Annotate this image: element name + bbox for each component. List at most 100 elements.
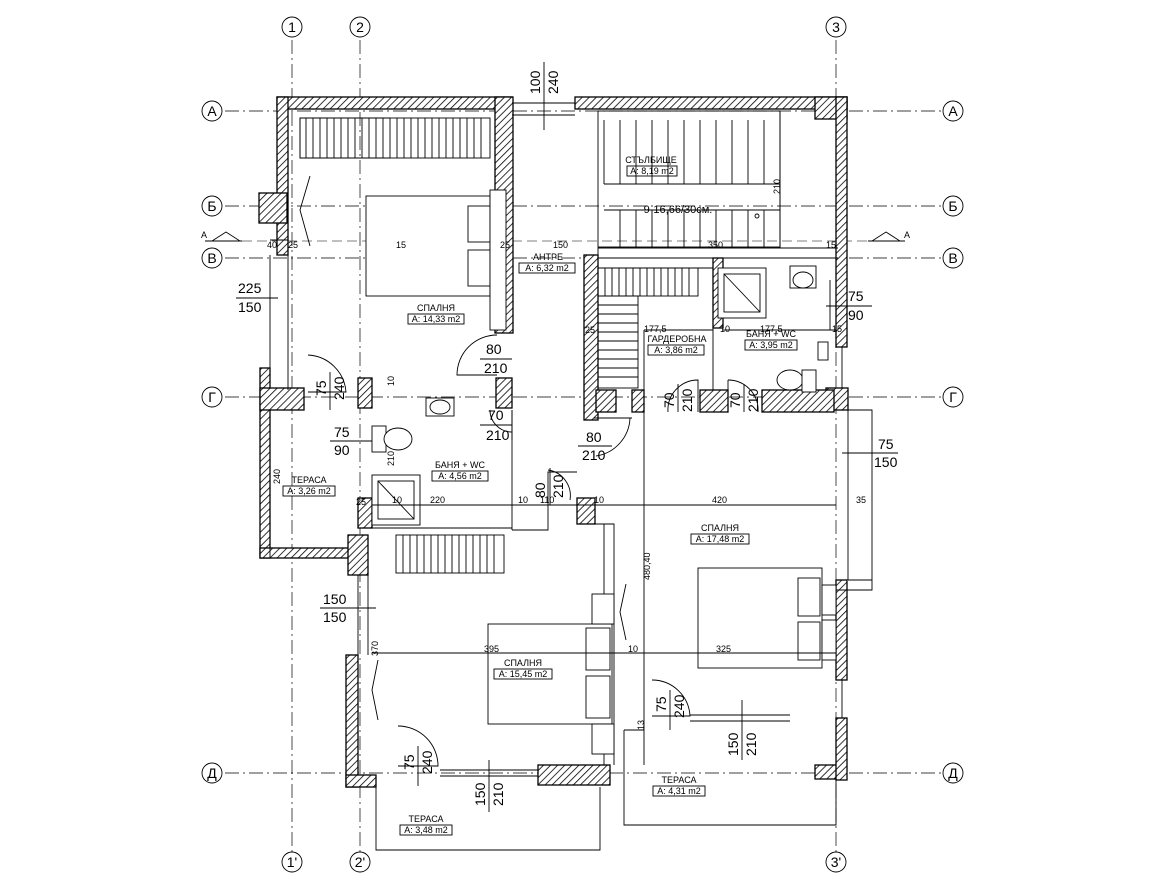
dim-bal-se-w: 75 bbox=[653, 696, 669, 712]
room-labels: СПАЛНЯ А: 14,33 m2 СТЪЛБИЩЕ А: 8,19 m2 А… bbox=[282, 155, 798, 836]
sdim-480: 480,40 bbox=[642, 552, 652, 580]
room-area-terrace-w: А: 3,26 m2 bbox=[287, 486, 331, 496]
radiator-wardrobe bbox=[597, 267, 699, 389]
section-label-left: А bbox=[201, 230, 207, 240]
axis-label-row-g-right: Г bbox=[949, 389, 957, 405]
sdim-177b: 177,5 bbox=[760, 324, 783, 334]
sdim-350: 350 bbox=[708, 240, 723, 250]
dim-door-bed-nw-h: 210 bbox=[484, 360, 508, 376]
dim-win-ne-h: 90 bbox=[848, 307, 864, 323]
axis-label-row-v-right: В bbox=[948, 250, 957, 266]
dim-entry-w: 100 bbox=[527, 70, 543, 94]
sdim-35: 35 bbox=[856, 495, 866, 505]
room-name-wardrobe: ГАРДЕРОБНА bbox=[648, 334, 707, 344]
dim-win-w1-w: 225 bbox=[238, 280, 262, 296]
small-dimensions: 40 25 15 25 150 350 15 25 177,5 10 177,5… bbox=[267, 179, 866, 730]
dim-door-bed-nw-w: 80 bbox=[486, 341, 502, 357]
sdim-10f: 10 bbox=[386, 376, 396, 386]
bed-e bbox=[697, 567, 837, 669]
dim-bal-w-h: 240 bbox=[331, 376, 347, 400]
section-marks: А А bbox=[201, 230, 910, 242]
sdim-10c: 10 bbox=[518, 495, 528, 505]
dim-door-hall2-h: 210 bbox=[550, 474, 566, 498]
dim-win-s-h: 210 bbox=[490, 782, 506, 806]
room-name-bedroom-sw: СПАЛНЯ bbox=[504, 658, 542, 668]
section-label-right: А bbox=[904, 230, 910, 240]
axis-bubbles: 1 2 3 1' 2' 3' А А Б Б В В Г Г Д Д bbox=[201, 16, 964, 873]
dim-door-bath-w: 70 bbox=[488, 407, 504, 423]
bath-w-fixtures bbox=[371, 397, 455, 526]
sdim-40: 40 bbox=[267, 240, 277, 250]
axis-label-top-2: 2 bbox=[356, 19, 364, 35]
sdim-13: 13 bbox=[636, 720, 646, 730]
sdim-240: 240 bbox=[272, 469, 282, 484]
dim-door-hall-h: 210 bbox=[582, 447, 606, 463]
axis-label-row-v-left: В bbox=[207, 250, 216, 266]
room-name-hall: АНТРЕ bbox=[533, 252, 563, 262]
dim-win-se-w: 150 bbox=[725, 732, 741, 756]
sdim-25c: 25 bbox=[585, 325, 595, 335]
dim-bal-se-h: 240 bbox=[671, 694, 687, 718]
dim-door-ward-w: 70 bbox=[661, 392, 677, 408]
axis-label-row-d-right: Д bbox=[948, 765, 958, 781]
axis-label-row-b-right: Б bbox=[948, 198, 957, 214]
room-area-wardrobe: А: 3,86 m2 bbox=[654, 345, 698, 355]
dim-win-se-h: 210 bbox=[743, 732, 759, 756]
furniture bbox=[299, 117, 837, 755]
dim-win-bath-w: 75 bbox=[334, 424, 350, 440]
sdim-325: 325 bbox=[716, 644, 731, 654]
room-name-terrace-se: ТЕРАСА bbox=[661, 775, 696, 785]
room-area-terrace-s: А: 3,48 m2 bbox=[404, 825, 448, 835]
dim-win-w2-w: 150 bbox=[323, 591, 347, 607]
sdim-10e: 10 bbox=[628, 644, 638, 654]
dim-door-hall-w: 80 bbox=[586, 429, 602, 445]
room-area-terrace-se: А: 4,31 m2 bbox=[657, 786, 701, 796]
sdim-420: 420 bbox=[712, 495, 727, 505]
sdim-25a: 25 bbox=[288, 240, 298, 250]
room-area-bath-ne: А: 3,95 m2 bbox=[749, 340, 793, 350]
dim-bal-sw-w: 75 bbox=[401, 754, 417, 770]
room-name-stairs: СТЪЛБИЩЕ bbox=[625, 155, 677, 165]
dim-win-bath-h: 90 bbox=[334, 442, 350, 458]
sdim-150: 150 bbox=[553, 240, 568, 250]
axis-label-row-a-right: А bbox=[948, 103, 958, 119]
dim-win-e-h: 150 bbox=[874, 454, 898, 470]
axis-label-bottom-1: 1' bbox=[287, 854, 297, 870]
axis-label-row-g-left: Г bbox=[208, 389, 216, 405]
room-area-bedroom-sw: А: 15,45 m2 bbox=[499, 669, 548, 679]
sdim-110: 110 bbox=[540, 495, 554, 505]
dim-win-w2-h: 150 bbox=[323, 609, 347, 625]
axis-label-row-d-left: Д bbox=[207, 765, 217, 781]
room-area-bedroom-nw: А: 14,33 m2 bbox=[412, 314, 461, 324]
sdim-210-v: 210 bbox=[772, 179, 782, 194]
axis-label-row-b-left: Б bbox=[207, 198, 216, 214]
dim-door-bath-ne-h: 210 bbox=[745, 388, 761, 412]
sdim-15b: 15 bbox=[826, 240, 836, 250]
sdim-177a: 177,5 bbox=[644, 324, 667, 334]
room-area-hall: А: 6,32 m2 bbox=[525, 263, 569, 273]
room-name-bath-w: БАНЯ + WC bbox=[435, 460, 485, 470]
dim-door-bath-h: 210 bbox=[486, 427, 510, 443]
room-name-bedroom-nw: СПАЛНЯ bbox=[417, 303, 455, 313]
sdim-15c: 15 bbox=[832, 324, 842, 334]
room-name-bath-ne: БАНЯ + WC bbox=[746, 329, 796, 339]
dim-bal-w-w: 75 bbox=[313, 380, 329, 396]
sdim-25b: 25 bbox=[500, 240, 510, 250]
room-area-bedroom-e: А: 17,48 m2 bbox=[696, 534, 745, 544]
radiator-nw bbox=[299, 117, 491, 159]
dim-door-ward-h: 210 bbox=[679, 388, 695, 412]
stairs bbox=[603, 120, 780, 248]
dim-bal-sw-h: 240 bbox=[419, 750, 435, 774]
dim-door-hall2-w: 80 bbox=[532, 482, 548, 498]
radiator-w-lower bbox=[395, 534, 505, 574]
room-area-bath-w: А: 4,56 m2 bbox=[438, 471, 482, 481]
sdim-395: 395 bbox=[484, 644, 499, 654]
sdim-220: 220 bbox=[430, 495, 445, 505]
opening-dimensions: 100 240 225 150 75 90 80 210 75 240 75 9… bbox=[236, 62, 898, 812]
dim-door-bath-ne-w: 70 bbox=[727, 392, 743, 408]
room-name-bedroom-e: СПАЛНЯ bbox=[701, 523, 739, 533]
axis-label-bottom-2: 2' bbox=[355, 854, 365, 870]
room-area-stairs: А: 8,19 m2 bbox=[630, 166, 674, 176]
sdim-370: 370 bbox=[370, 641, 380, 656]
